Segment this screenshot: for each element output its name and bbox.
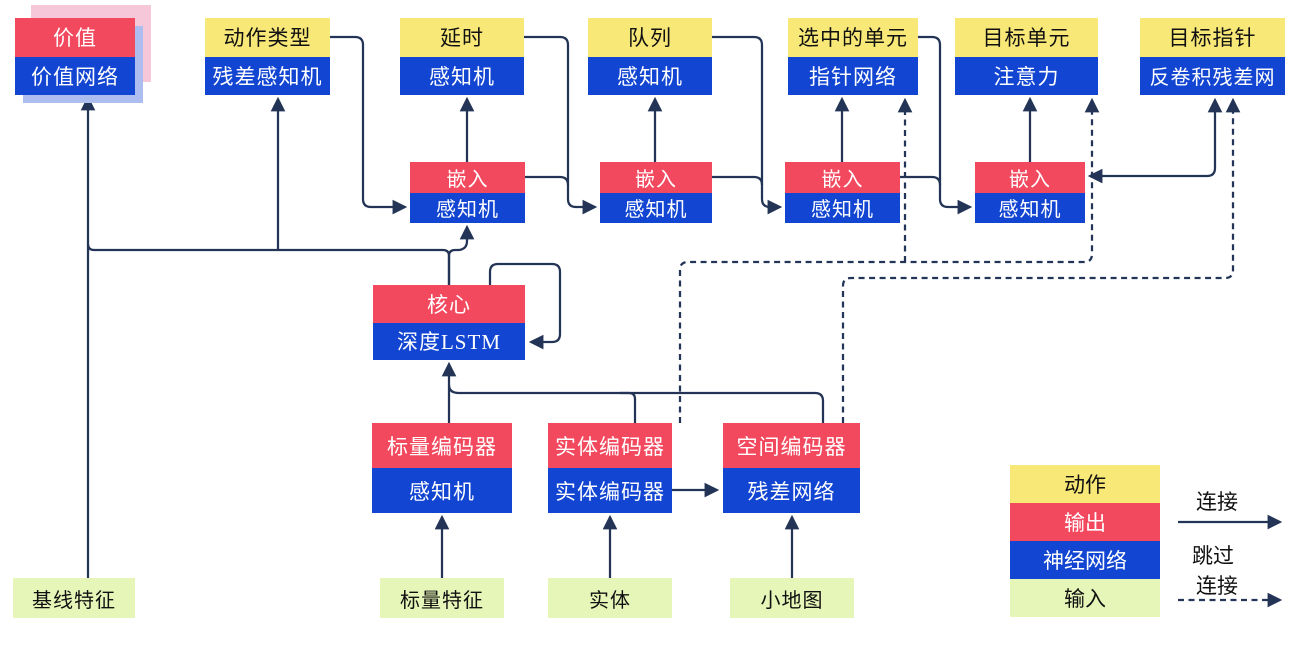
attention-label: 注意力	[955, 56, 1098, 95]
spatial-encoder-label: 空间编码器	[723, 423, 860, 468]
action-type-label: 动作类型	[205, 18, 330, 57]
legend-input-swatch: 输入	[1010, 579, 1160, 617]
node-baseline-features: 基线特征	[13, 578, 135, 618]
value-network-label: 价值网络	[15, 56, 135, 95]
wire-queue-to-embed3	[712, 35, 783, 215]
residual-mlp-label: 残差感知机	[205, 56, 330, 95]
minimap-label: 小地图	[730, 578, 854, 618]
scalar-encoder-mlp-label: 感知机	[372, 468, 512, 513]
node-entity-encoder: 实体编码器 实体编码器	[548, 423, 672, 513]
embed-2-mlp-label: 感知机	[600, 192, 712, 223]
selected-units-label: 选中的单元	[788, 18, 918, 57]
entity-encoder-label: 实体编码器	[548, 423, 672, 468]
node-entities: 实体	[548, 578, 672, 618]
wire-actiontype-to-embed1	[330, 35, 408, 215]
legend-solid-arrow-label: 连接	[1196, 490, 1238, 514]
target-unit-label: 目标单元	[955, 18, 1098, 57]
legend-network-swatch: 神经网络	[1010, 541, 1160, 579]
embed-4-mlp-label: 感知机	[975, 192, 1085, 223]
legend-output-swatch: 输出	[1010, 503, 1160, 541]
queue-mlp-label: 感知机	[588, 56, 712, 95]
legend-color-key: 动作 输出 神经网络 输入	[1010, 465, 1160, 617]
wire-core-left-branch	[86, 243, 451, 285]
delay-mlp-label: 感知机	[400, 56, 524, 95]
entities-label: 实体	[548, 578, 672, 618]
queue-label: 队列	[588, 18, 712, 57]
residual-net-label: 残差网络	[723, 468, 860, 513]
legend-action-swatch: 动作	[1010, 465, 1160, 503]
wire-lstm-loop	[488, 262, 562, 350]
target-pointer-label: 目标指针	[1140, 18, 1285, 57]
node-value: 价值 价值网络	[15, 18, 135, 95]
node-target-pointer: 目标指针 反卷积残差网	[1140, 18, 1285, 95]
scalar-encoder-label: 标量编码器	[372, 423, 512, 468]
embed-2-label: 嵌入	[600, 162, 712, 193]
node-delay: 延时 感知机	[400, 18, 524, 95]
embed-3-label: 嵌入	[785, 162, 900, 193]
node-scalar-encoder: 标量编码器 感知机	[372, 423, 512, 513]
skip-entity-to-targetunit	[678, 97, 1100, 423]
entity-encoder-net-label: 实体编码器	[548, 468, 672, 513]
embed-4-label: 嵌入	[975, 162, 1085, 193]
node-spatial-encoder: 空间编码器 残差网络	[723, 423, 860, 513]
node-embed-4: 嵌入 感知机	[975, 162, 1085, 223]
wire-entityencoder-riser	[620, 391, 637, 423]
node-minimap: 小地图	[730, 578, 854, 618]
node-scalar-features: 标量特征	[380, 578, 504, 618]
node-selected-units: 选中的单元 指针网络	[788, 18, 918, 95]
scalar-features-label: 标量特征	[380, 578, 504, 618]
value-head-label: 价值	[15, 18, 135, 57]
node-embed-3: 嵌入 感知机	[785, 162, 900, 223]
wire-selected-to-embed4	[918, 35, 973, 215]
wire-embed3-merge	[900, 175, 942, 186]
wire-delay-to-embed2	[524, 35, 598, 215]
wire-embed1-merge	[525, 175, 570, 186]
core-label: 核心	[373, 285, 525, 323]
embed-3-mlp-label: 感知机	[785, 192, 900, 223]
node-embed-1: 嵌入 感知机	[410, 162, 525, 223]
legend-dashed-arrow-label-line1: 跳过	[1192, 544, 1234, 568]
wire-embed4-targetpointer	[1087, 97, 1223, 184]
embed-1-mlp-label: 感知机	[410, 192, 525, 223]
legend-dashed-arrow-label-line2: 连接	[1196, 574, 1238, 598]
wire-core-to-embed1	[447, 224, 475, 285]
deep-lstm-label: 深度LSTM	[373, 322, 525, 360]
node-core: 核心 深度LSTM	[373, 285, 525, 360]
pointer-network-label: 指针网络	[788, 56, 918, 95]
deconv-resnet-label: 反卷积残差网	[1140, 56, 1285, 95]
delay-label: 延时	[400, 18, 524, 57]
skip-spatial-to-targetpointer	[841, 97, 1241, 423]
node-action-type: 动作类型 残差感知机	[205, 18, 330, 95]
wire-encoder-collector	[447, 384, 825, 423]
node-queue: 队列 感知机	[588, 18, 712, 95]
node-target-unit: 目标单元 注意力	[955, 18, 1098, 95]
baseline-features-label: 基线特征	[13, 578, 135, 618]
node-embed-2: 嵌入 感知机	[600, 162, 712, 223]
embed-1-label: 嵌入	[410, 162, 525, 193]
wire-embed2-merge	[712, 175, 764, 186]
